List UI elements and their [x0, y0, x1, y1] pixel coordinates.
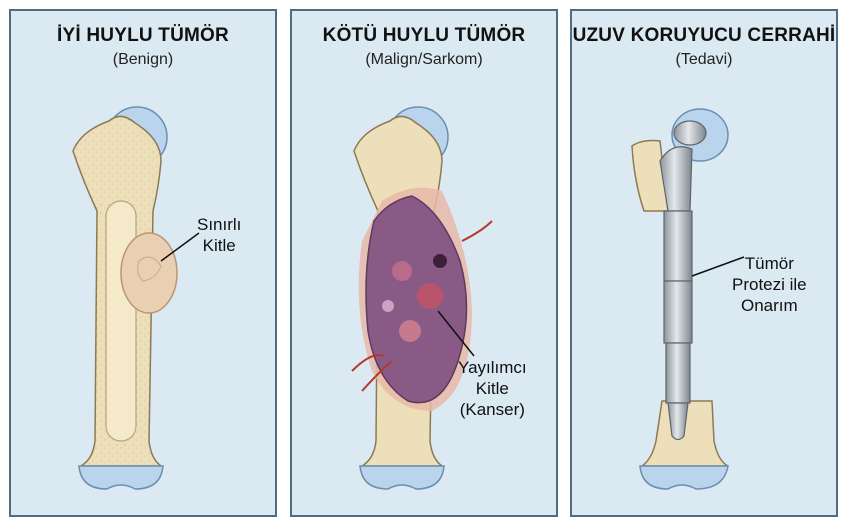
label-line: Yayılımcı — [458, 358, 527, 377]
benign-mass — [120, 232, 178, 314]
prosthesis-label: Tümör Protezi ile Onarım — [732, 253, 807, 316]
panel-subtitle: (Benign) — [112, 51, 174, 68]
label-leader-line — [437, 310, 475, 357]
prosthesis-illustration — [631, 108, 745, 490]
distal-cartilage — [78, 465, 164, 490]
panel-subtitle: (Malign/Sarkom) — [365, 51, 483, 68]
label-line: Sınırlı — [197, 215, 242, 234]
benign-tumor-panel: İYİ HUYLU TÜMÖR (Benign) Sınırlı Kitle — [9, 9, 277, 517]
prosthesis-head — [673, 120, 707, 146]
malignant-mass — [365, 195, 468, 404]
panel-title: İYİ HUYLU TÜMÖR — [57, 25, 229, 46]
prosthesis-segment — [663, 280, 693, 344]
label-line: (Kanser) — [459, 400, 525, 419]
marrow-cavity — [105, 200, 137, 442]
distal-cartilage — [639, 465, 729, 490]
prosthesis-neck — [659, 146, 693, 212]
prosthesis-tip — [667, 402, 689, 441]
malignant-tumor-panel: KÖTÜ HUYLU TÜMÖR (Malign/Sarkom) Yayılım… — [290, 9, 558, 517]
label-leader-line — [691, 256, 745, 277]
limb-sparing-surgery-panel: UZUV KORUYUCU CERRAHİ (Tedavi) Tümör Pro… — [570, 9, 838, 517]
distal-cartilage — [359, 465, 445, 490]
malignant-bone-illustration — [351, 106, 493, 490]
benign-bone-illustration — [72, 106, 200, 490]
malignant-mass-label: Yayılımcı Kitle (Kanser) — [458, 357, 527, 420]
blood-vessels — [351, 220, 493, 392]
label-line: Tümör — [744, 254, 794, 273]
upper-bone-fragment — [631, 139, 669, 212]
prosthesis-segment — [665, 342, 691, 404]
label-line: Kitle — [202, 236, 236, 255]
prosthesis-segment — [663, 210, 693, 282]
label-leader-line — [160, 232, 200, 262]
panel-title: UZUV KORUYUCU CERRAHİ — [572, 25, 836, 46]
label-line: Kitle — [475, 379, 509, 398]
panel-subtitle: (Tedavi) — [675, 51, 733, 68]
label-line: Protezi ile — [732, 275, 807, 294]
benign-mass-label: Sınırlı Kitle — [197, 214, 241, 256]
label-line: Onarım — [740, 296, 798, 315]
panel-title: KÖTÜ HUYLU TÜMÖR — [322, 25, 526, 46]
